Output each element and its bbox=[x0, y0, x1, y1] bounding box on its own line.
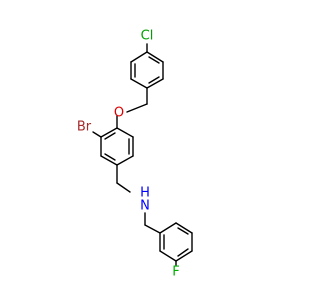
atom-label-cl: Cl bbox=[141, 29, 154, 44]
bond bbox=[116, 127, 134, 138]
bond bbox=[100, 155, 118, 166]
bond bbox=[146, 51, 164, 63]
bond bbox=[116, 182, 131, 193]
bond bbox=[104, 153, 116, 161]
bond bbox=[104, 132, 116, 140]
atom-label-n: N bbox=[140, 199, 150, 214]
atom-f: F bbox=[172, 265, 179, 280]
atom-nh: H N bbox=[140, 186, 150, 214]
bond bbox=[130, 78, 148, 89]
bond bbox=[159, 250, 177, 262]
bond bbox=[177, 227, 189, 235]
bond bbox=[175, 222, 193, 234]
bond bbox=[126, 103, 148, 113]
atom-label-br: Br bbox=[77, 120, 92, 135]
bond bbox=[148, 56, 160, 64]
structure-diagram: Cl O Br H N F bbox=[77, 29, 193, 280]
bond bbox=[144, 224, 161, 234]
atom-cl: Cl bbox=[141, 29, 154, 44]
bond bbox=[130, 51, 148, 63]
bond-lines bbox=[92, 43, 193, 266]
bond bbox=[175, 250, 193, 262]
bond bbox=[148, 76, 160, 84]
bond bbox=[100, 127, 118, 138]
atom-o: O bbox=[114, 106, 124, 121]
bond bbox=[116, 155, 134, 166]
atom-br: Br bbox=[77, 120, 92, 135]
atom-label-h: H bbox=[140, 186, 150, 201]
atom-label-o: O bbox=[114, 106, 124, 121]
bond bbox=[159, 222, 177, 234]
bond bbox=[177, 248, 189, 257]
atom-label-f: F bbox=[172, 265, 179, 280]
atom-labels: Cl O Br H N F bbox=[77, 29, 180, 280]
bond bbox=[92, 131, 102, 138]
bond bbox=[146, 78, 164, 89]
